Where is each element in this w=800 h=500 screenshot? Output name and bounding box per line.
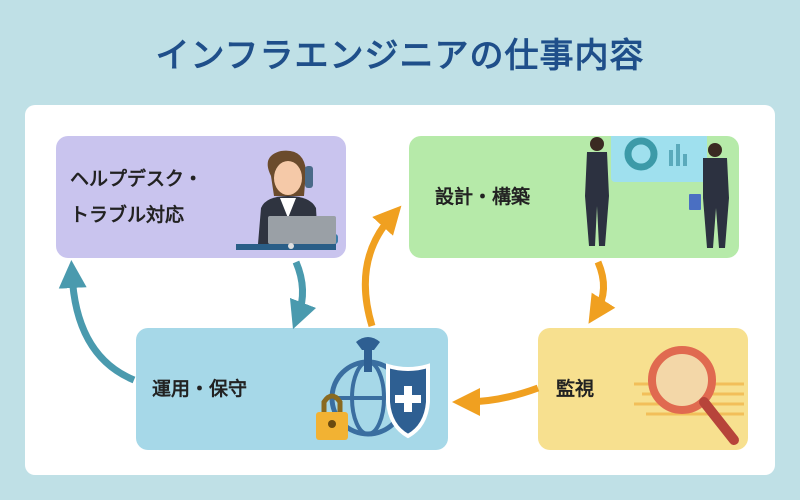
step-helpdesk-label-line1: ヘルプデスク・ bbox=[70, 168, 203, 190]
step-design-label: 設計・構築 bbox=[435, 186, 531, 208]
page-title: インフラエンジニアの仕事内容 bbox=[155, 36, 645, 76]
presentation-illustration bbox=[585, 136, 729, 248]
arrow-ops-to-design bbox=[361, 205, 402, 328]
step-design: 設計・構築 bbox=[409, 136, 739, 258]
arrow-ops-to-helpdesk bbox=[58, 260, 136, 384]
arrow-design-to-monitor bbox=[588, 260, 616, 324]
arrow-monitor-to-ops bbox=[452, 384, 540, 416]
shield-lock-illustration bbox=[316, 337, 430, 440]
receptionist-illustration bbox=[236, 150, 338, 250]
step-monitor-label: 監視 bbox=[556, 378, 595, 400]
step-monitor: 監視 bbox=[538, 328, 748, 450]
step-ops: 運用・保守 bbox=[136, 328, 448, 450]
arrow-helpdesk-to-ops bbox=[289, 260, 317, 330]
magnifier-illustration bbox=[634, 346, 744, 445]
step-ops-label: 運用・保守 bbox=[152, 378, 248, 400]
step-helpdesk: ヘルプデスク・ トラブル対応 bbox=[56, 136, 346, 258]
step-helpdesk-label-line2: トラブル対応 bbox=[70, 204, 185, 226]
